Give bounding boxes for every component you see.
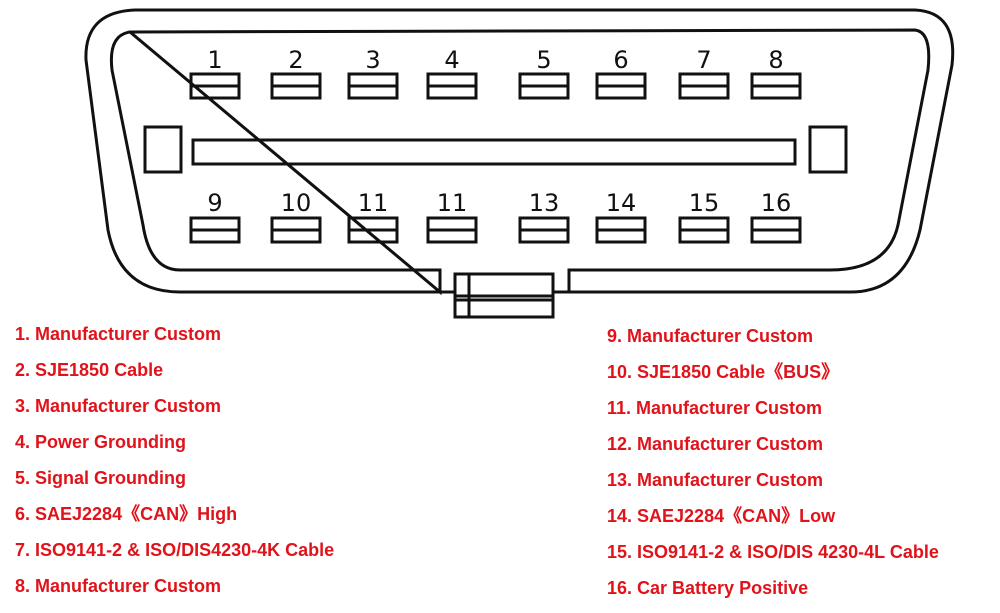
center-key-slot <box>191 138 797 166</box>
pin-7: 7 <box>678 46 730 100</box>
pin-number-label: 16 <box>761 189 792 217</box>
top-pin-row: 1 2 3 4 5 6 7 8 <box>189 46 802 100</box>
legend-item-pin-12: 12. Manufacturer Custom <box>607 434 824 454</box>
legend-item-pin-5: 5. Signal Grounding <box>15 468 186 488</box>
pin-number-label: 14 <box>606 189 637 217</box>
pin-6: 6 <box>595 46 647 100</box>
legend-item-pin-6: 6. SAEJ2284《CAN》High <box>15 504 238 524</box>
legend-item-pin-4: 4. Power Grounding <box>15 432 187 452</box>
pin-number-label: 15 <box>689 189 720 217</box>
pin-number-label: 11 <box>358 189 389 217</box>
left-side-block <box>143 125 183 174</box>
pin-number-label: 2 <box>288 46 303 74</box>
legend-item-pin-7: 7. ISO9141-2 & ISO/DIS4230-4K Cable <box>15 540 335 560</box>
legend-left-column: 1. Manufacturer Custom 2. SJE1850 Cable … <box>15 323 334 611</box>
legend-item-pin-11: 11. Manufacturer Custom <box>607 398 823 418</box>
pin-number-label: 13 <box>529 189 560 217</box>
pin-11: 11 <box>347 189 399 244</box>
pin-4: 4 <box>426 46 478 100</box>
legend-item-pin-3: 3. Manufacturer Custom <box>15 396 222 416</box>
legend-item-pin-10: 10. SJE1850 Cable《BUS》 <box>607 362 840 382</box>
legend-item-pin-16: 16. Car Battery Positive <box>607 578 809 598</box>
pin-number-label: 11 <box>437 189 468 217</box>
pin-number-label: 6 <box>613 46 628 74</box>
pin-number-label: 10 <box>281 189 312 217</box>
pin-number-label: 1 <box>207 46 222 74</box>
legend-item-pin-2: 2. SJE1850 Cable <box>15 360 164 380</box>
bottom-pin-row: 9 10 11 11 13 14 15 16 <box>189 189 802 244</box>
pin-8: 8 <box>750 46 802 100</box>
bottom-latch <box>453 272 555 319</box>
connector-inner-shell <box>109 28 931 296</box>
pin-9: 9 <box>189 189 241 244</box>
legend-item-pin-9: 9. Manufacturer Custom <box>607 326 814 346</box>
pin-3: 3 <box>347 46 399 100</box>
pin-number-label: 7 <box>696 46 711 74</box>
pin-number-label: 8 <box>768 46 783 74</box>
pin-number-label: 3 <box>365 46 380 74</box>
legend-item-pin-14: 14. SAEJ2284《CAN》Low <box>607 506 836 526</box>
legend-item-pin-8: 8. Manufacturer Custom <box>15 576 222 596</box>
legend-item-pin-1: 1. Manufacturer Custom <box>15 324 222 344</box>
pin-number-label: 5 <box>536 46 551 74</box>
obd-connector-diagram: 1 2 3 4 5 6 7 8 9 10 11 11 13 14 15 16 <box>84 8 955 319</box>
pin-12: 11 <box>426 189 478 244</box>
pin-number-label: 9 <box>207 189 222 217</box>
right-side-block <box>808 125 848 174</box>
legend-right-column: 9. Manufacturer Custom 10. SJE1850 Cable… <box>607 325 939 613</box>
pin-15: 15 <box>678 189 730 244</box>
pin-number-label: 4 <box>444 46 459 74</box>
pin-16: 16 <box>750 189 802 244</box>
pin-5: 5 <box>518 46 570 100</box>
legend-item-pin-15: 15. ISO9141-2 & ISO/DIS 4230-4L Cable <box>607 542 939 562</box>
pin-14: 14 <box>595 189 647 244</box>
legend-item-pin-13: 13. Manufacturer Custom <box>607 470 824 490</box>
pin-1: 1 <box>189 46 241 100</box>
pin-13: 13 <box>518 189 570 244</box>
pin-2: 2 <box>270 46 322 100</box>
pin-10: 10 <box>270 189 322 244</box>
